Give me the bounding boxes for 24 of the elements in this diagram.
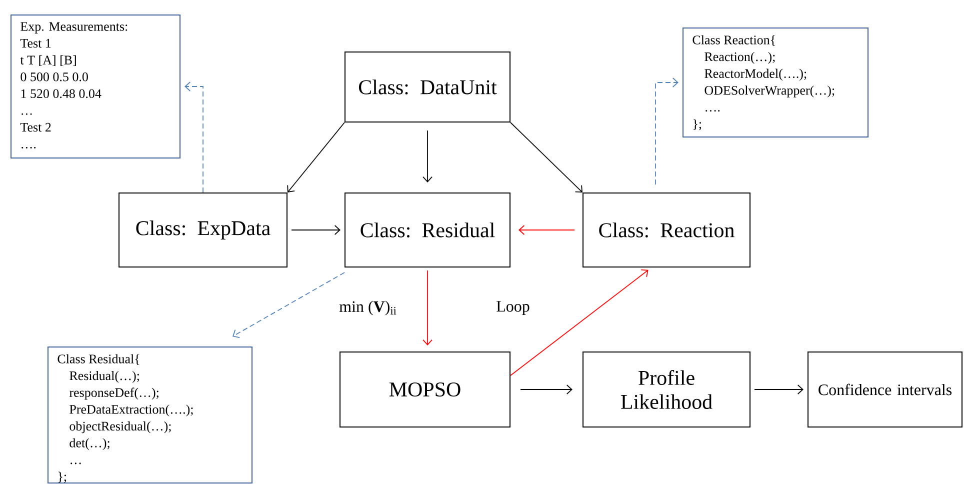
class-box: Class: Reaction [582,192,750,268]
edge-label: min (V)$_{ii}$ [338,300,398,316]
arrow [510,269,648,376]
class-listing-box: Exp. Measurements: Test 1 t T [A] [B] 0 500 0.5 0.0 1 520 0.48 0.04 … Test 2 …. [10,14,180,158]
class-box: Profile Likelihood [582,352,750,428]
arrow [422,130,432,182]
class-box: Class: Residual [344,192,510,268]
arrow [422,270,432,346]
class-box: Class: ExpData [118,192,288,268]
arrow [754,384,804,394]
arrow [291,225,340,235]
class-listing-box: Class Residual{ Residual(…); responseDef(…); PreDataExtraction(….); objectResidual(…); det(…); … }; [48,346,252,484]
class-box: MOPSO [340,352,510,428]
edge-label: Loop [495,300,531,316]
arrow [287,122,345,192]
arrow [518,225,575,235]
arrow [655,78,678,185]
arrow [520,384,572,394]
class-listing-box: Class Reaction{ Reaction(…); ReactorModel(….); ODESolverWrapper(…); …. }; [682,28,868,138]
class-box: Confidence intervals [808,352,962,428]
class-box: Class: DataUnit [344,52,510,122]
arrow [184,82,204,193]
arrow [510,122,582,192]
arrow [232,272,345,338]
